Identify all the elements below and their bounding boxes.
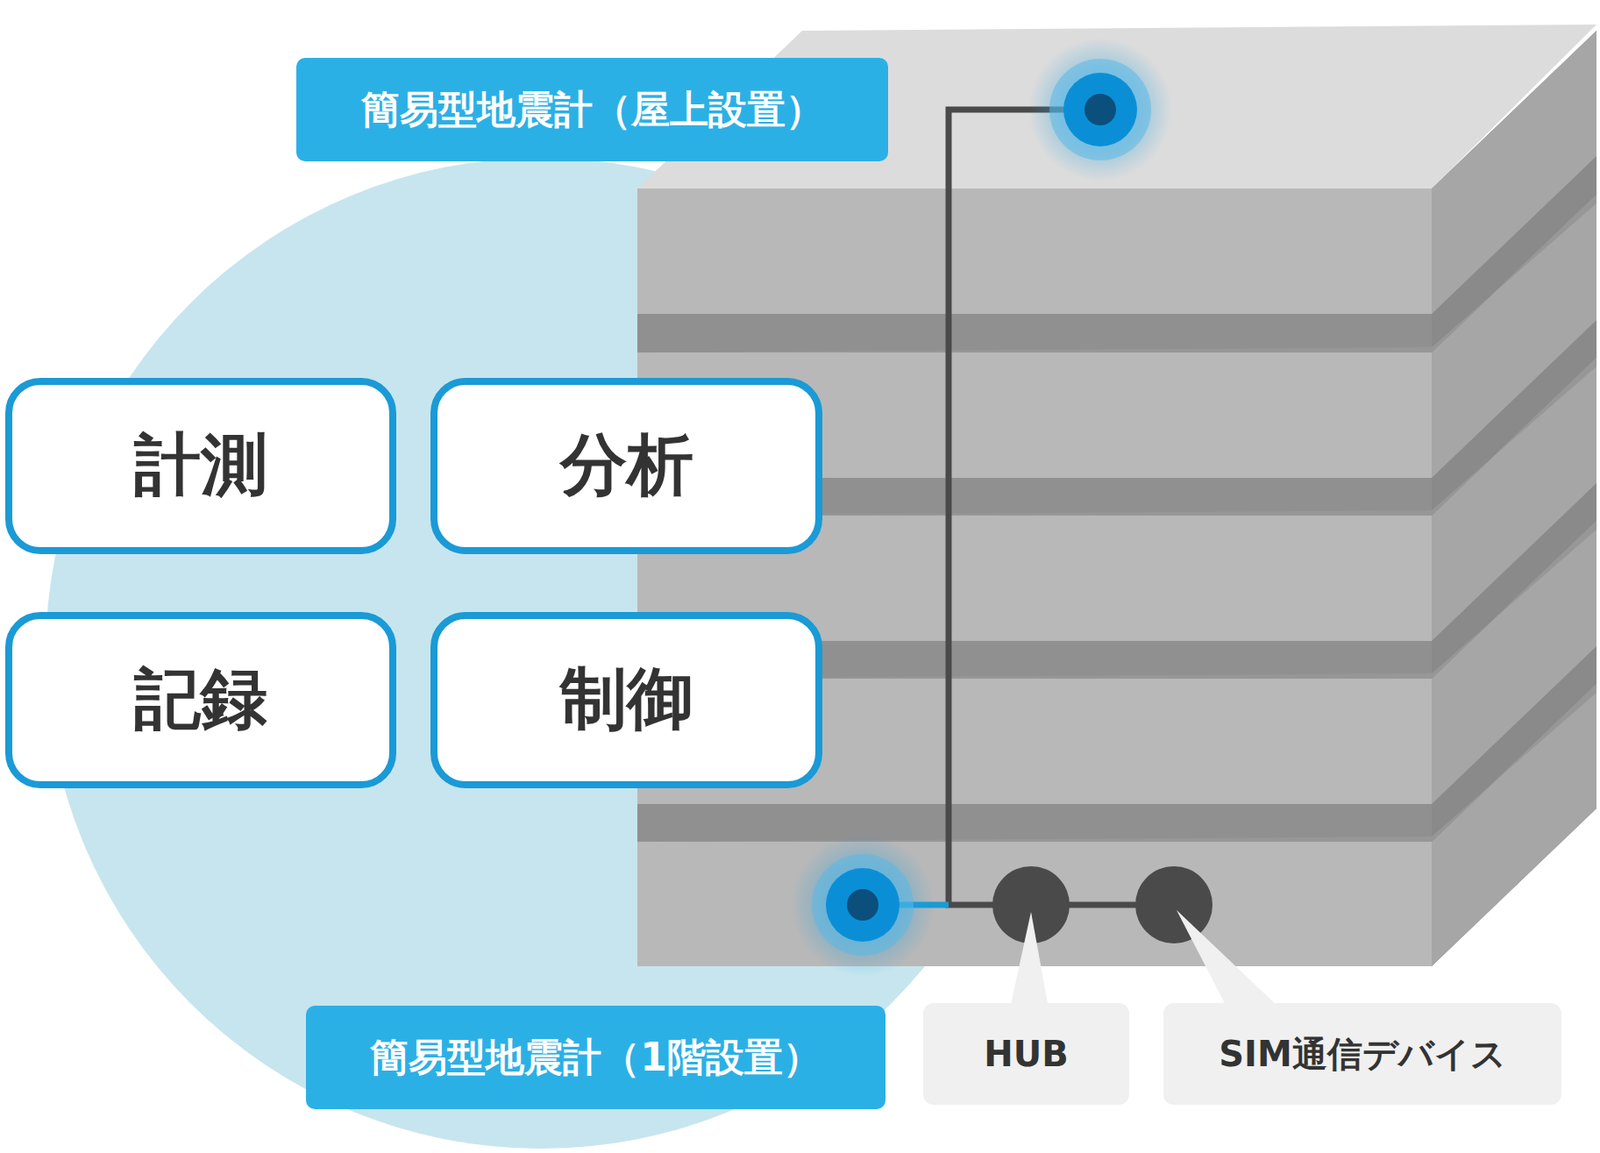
node-text: 分析: [560, 420, 694, 512]
node-text: 計測: [134, 420, 268, 512]
sensor-body: [1063, 72, 1138, 147]
sensor-body: [825, 867, 900, 942]
sensor-ring: [1049, 58, 1152, 161]
function-box: 分析: [430, 377, 823, 555]
sensor-glow: [790, 832, 935, 977]
callout-tail: [1009, 911, 1049, 1009]
sensor-core: [846, 888, 879, 921]
device-label: HUB: [923, 1002, 1130, 1105]
node-text: 簡易型地震計（屋上設置）: [361, 84, 825, 136]
node-text: 簡易型地震計（1階設置）: [369, 1031, 822, 1084]
building-front: [637, 188, 1432, 967]
sensor-label: 簡易型地震計（1階設置）: [305, 1005, 886, 1110]
node-text: HUB: [983, 1033, 1068, 1074]
seismometer: [790, 832, 935, 977]
sensor-label: 簡易型地震計（屋上設置）: [296, 57, 889, 162]
signal-wire: [948, 109, 1174, 905]
sensor-glow: [1028, 37, 1173, 182]
node-text: 記録: [134, 654, 268, 746]
sensor-core: [1084, 93, 1117, 126]
function-box: 制御: [430, 611, 823, 789]
device-label: SIM通信デバイス: [1163, 1002, 1562, 1105]
function-box: 記録: [5, 611, 397, 789]
function-box: 計測: [5, 377, 397, 555]
sim-device: [1135, 866, 1213, 944]
sensor-ring: [811, 853, 914, 956]
node-text: SIM通信デバイス: [1218, 1030, 1507, 1079]
slab-front: [637, 188, 1432, 314]
seismometer: [1028, 37, 1173, 182]
building-side: [1431, 30, 1597, 967]
slab-side: [1431, 683, 1597, 967]
callout-tail: [1176, 910, 1280, 1009]
node-text: 制御: [560, 654, 694, 746]
